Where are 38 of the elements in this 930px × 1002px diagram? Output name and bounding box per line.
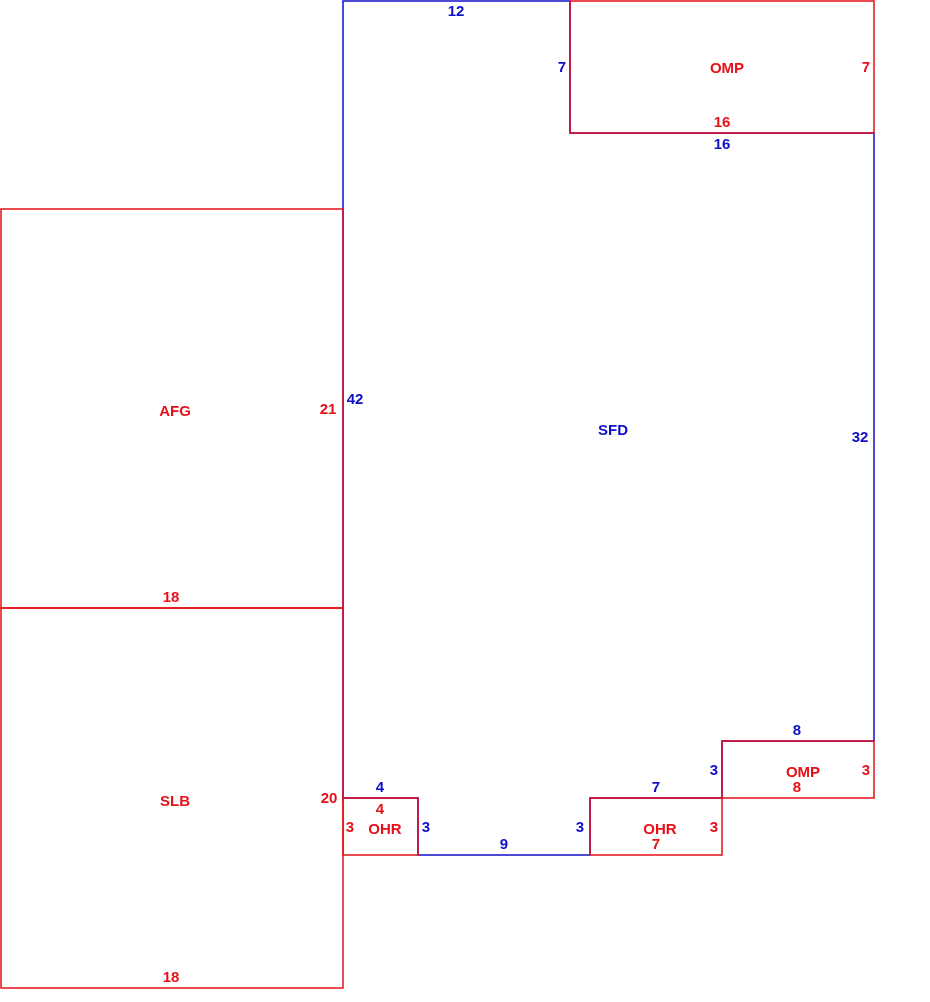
dimension-label: 16 [713, 135, 731, 151]
dimension-label: 42 [346, 390, 364, 406]
room-name: SLB [160, 792, 190, 808]
dimension-label: 12 [447, 2, 465, 18]
dimension-label: 7 [861, 58, 871, 74]
dimension-label: 7 [557, 58, 567, 74]
dimension-label: 32 [851, 428, 869, 444]
dimension-label: 7 [651, 778, 661, 794]
room-outline [1, 608, 343, 988]
dimension-label: 16 [713, 113, 731, 129]
room-outline [343, 798, 418, 855]
room-outline [343, 1, 874, 855]
room-name: SFD [598, 421, 628, 437]
room-name: OHR [368, 820, 402, 836]
room-name: OHR [643, 820, 677, 836]
room-outline [570, 1, 874, 133]
dimension-label: 8 [792, 721, 802, 737]
dimension-label: 20 [320, 789, 338, 805]
room-outline [722, 741, 874, 798]
dimension-label: 18 [162, 588, 180, 604]
dimension-label: 3 [709, 761, 719, 777]
dimension-label: 3 [709, 818, 719, 834]
dimension-label: 3 [345, 818, 355, 834]
dimension-label: 8 [792, 778, 802, 794]
room-outline [1, 209, 343, 608]
dimension-label: 9 [499, 835, 509, 851]
dimension-label: 3 [421, 818, 431, 834]
dimension-label: 4 [375, 778, 385, 794]
room-outline [590, 798, 722, 855]
dimension-label: 4 [375, 800, 385, 816]
dimension-label: 21 [319, 400, 337, 416]
dimension-label: 3 [575, 818, 585, 834]
room-name: AFG [159, 402, 191, 418]
room-name: OMP [709, 59, 745, 75]
room-name: OMP [785, 763, 821, 779]
dimension-label: 7 [651, 835, 661, 851]
dimension-label: 3 [861, 761, 871, 777]
dimension-label: 18 [162, 968, 180, 984]
